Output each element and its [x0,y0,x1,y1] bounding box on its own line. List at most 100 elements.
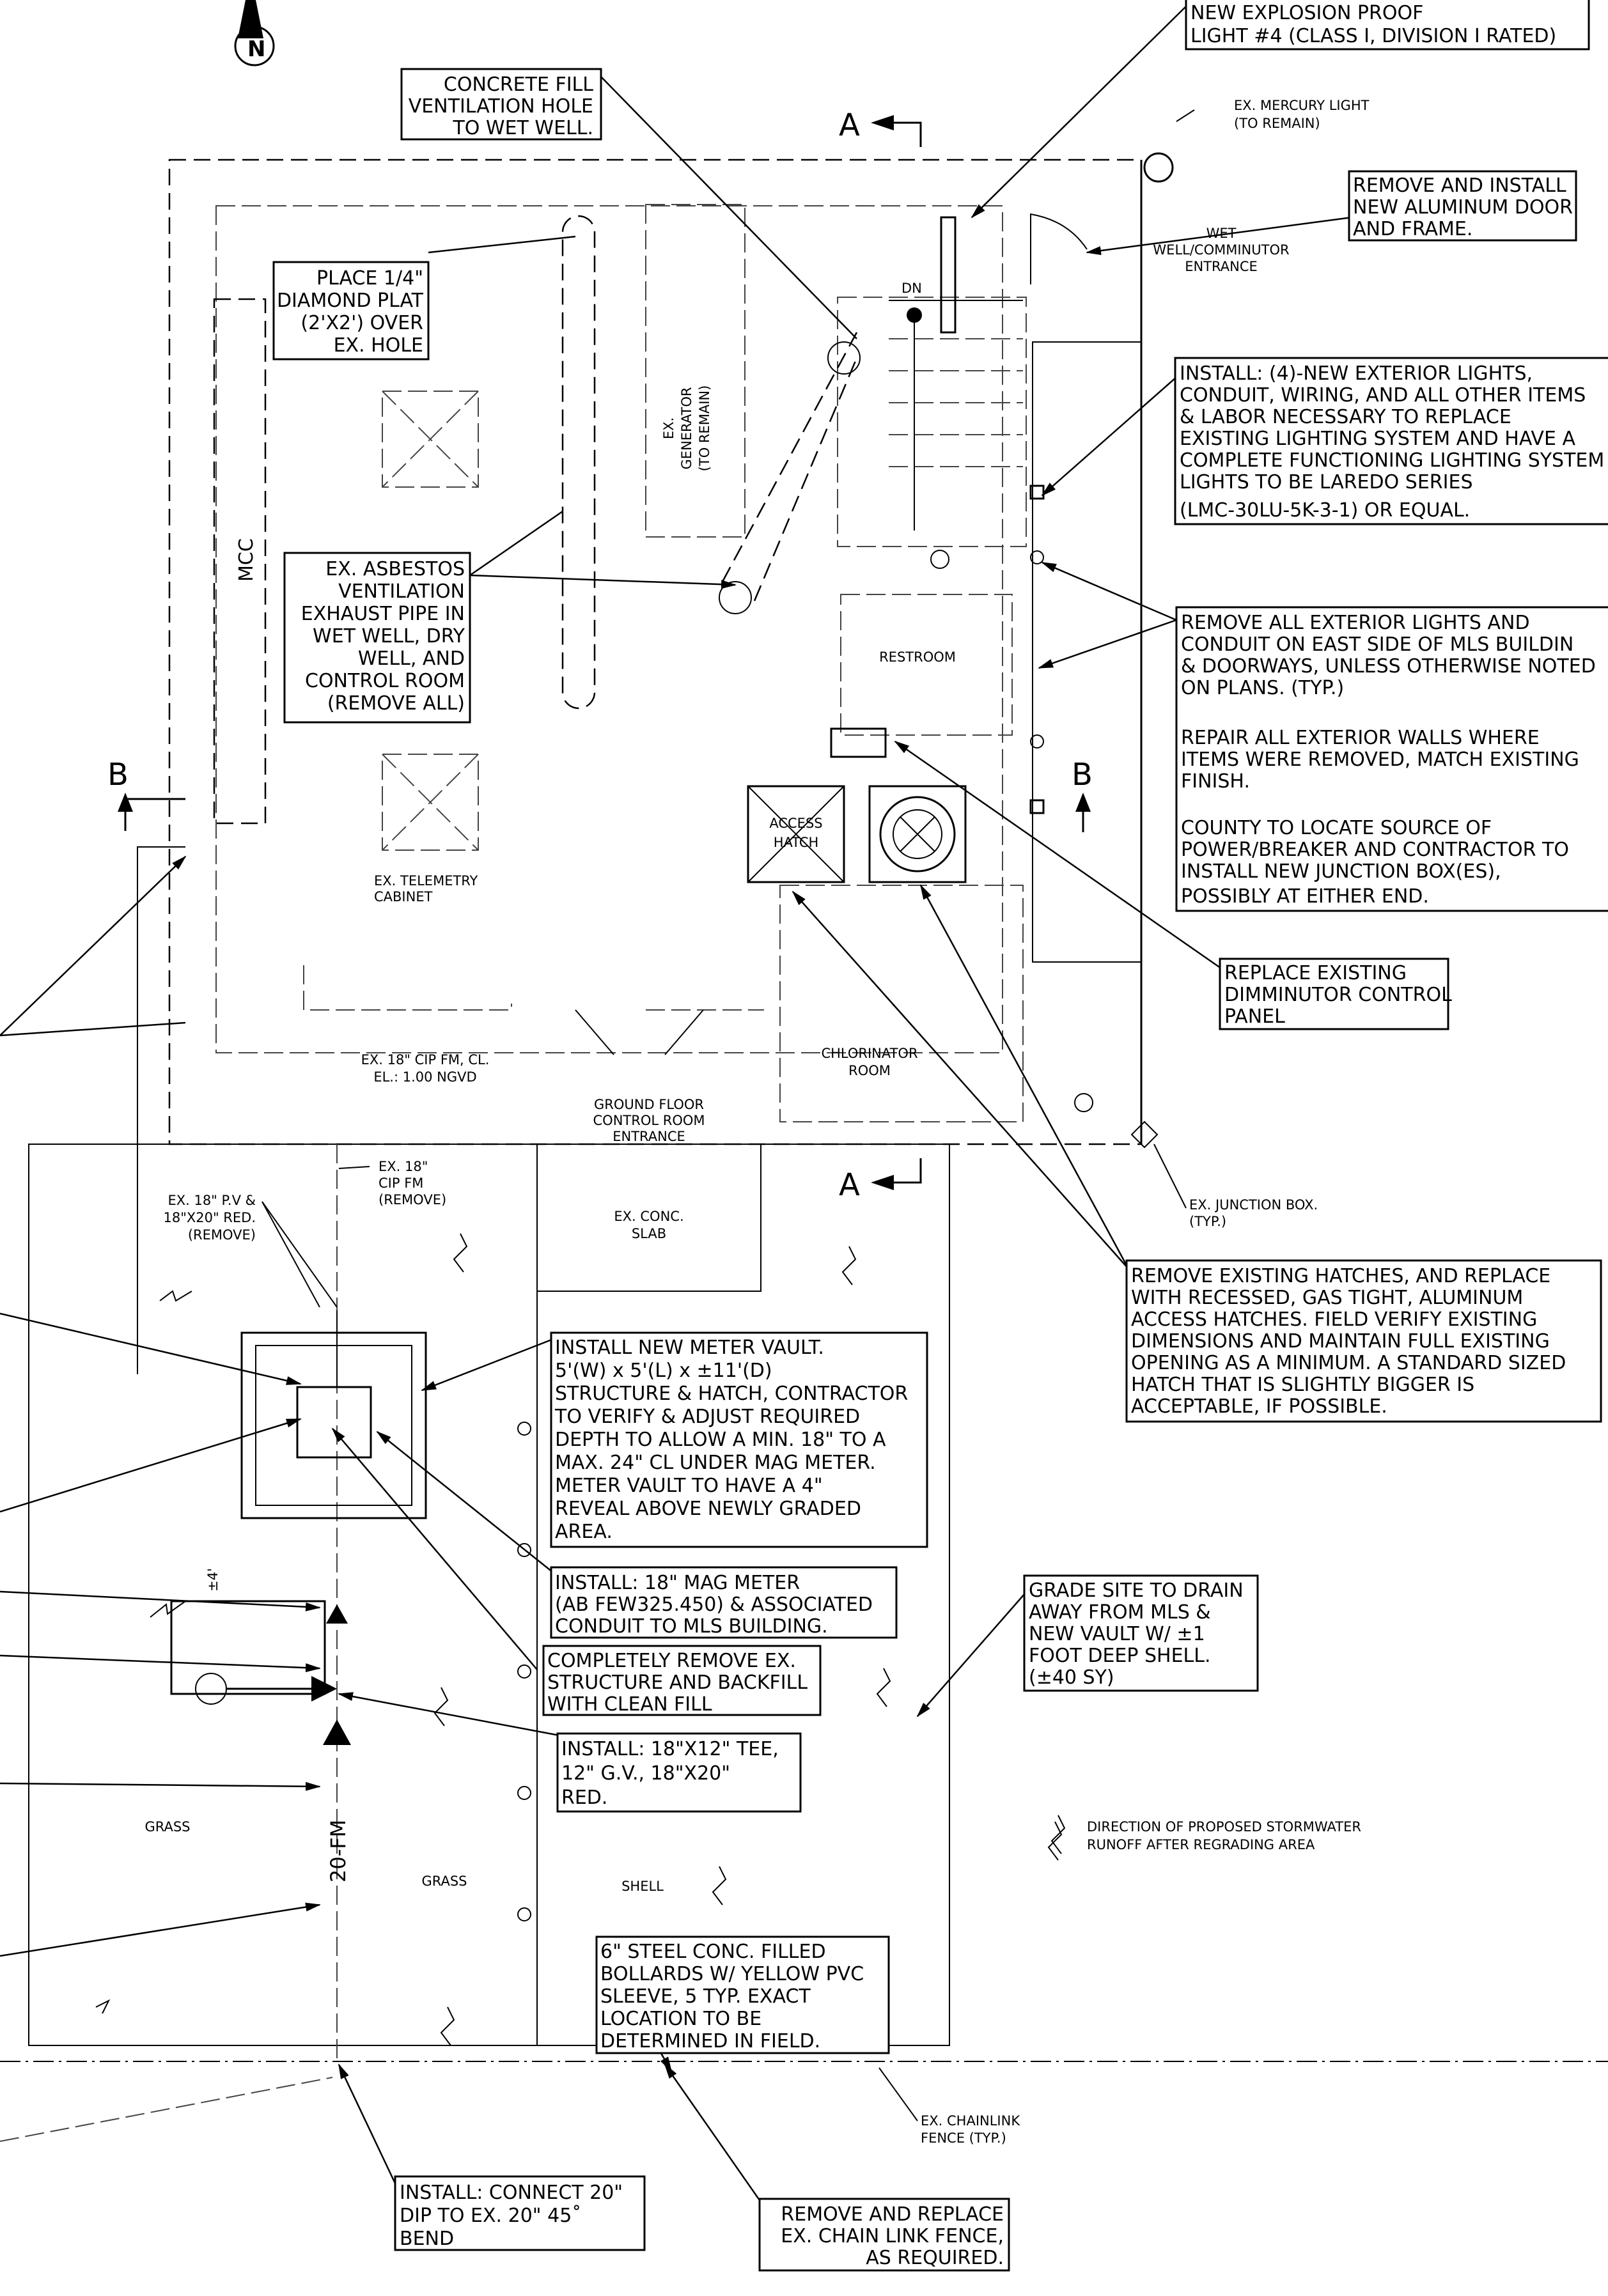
svg-text:BOLLARDS W/ YELLOW PVC: BOLLARDS W/ YELLOW PVC [600,1963,864,1985]
svg-text:CONDUIT ON EAST SIDE OF MLS BU: CONDUIT ON EAST SIDE OF MLS BUILDIN [1181,633,1573,656]
note-diamond-plate: PLACE 1/4" DIAMOND PLAT (2'X2') OVER EX.… [272,261,430,361]
svg-text:REMOVE AND REPLACE: REMOVE AND REPLACE [781,2203,1004,2226]
svg-text:REMOVE EXISTING HATCHES, AND R: REMOVE EXISTING HATCHES, AND REPLACE [1131,1265,1550,1287]
svg-text:LIGHT #4 (CLASS I, DIVISION I: LIGHT #4 (CLASS I, DIVISION I RATED) [1190,25,1556,47]
svg-text:REVEAL ABOVE NEWLY GRADED: REVEAL ABOVE NEWLY GRADED [555,1498,861,1520]
svg-text:REMOVE AND INSTALL: REMOVE AND INSTALL [1353,175,1566,197]
svg-text:FOOT DEEP SHELL.: FOOT DEEP SHELL. [1029,1645,1211,1667]
note-concrete-fill: CONCRETE FILL VENTILATION HOLE TO WET WE… [400,68,602,141]
access-hatch-label-2: HATCH [774,835,819,850]
svg-text:A: A [839,1167,860,1203]
note-hatches: REMOVE EXISTING HATCHES, AND REPLACE WIT… [1125,1259,1602,1423]
mcc-label: MCC [235,538,258,582]
wet-well-label-3: ENTRANCE [1185,259,1258,274]
svg-text:AREA.: AREA. [555,1521,613,1543]
svg-text:RED.: RED. [561,1787,607,1809]
mcc-cabinet [213,298,267,825]
pv-red-label-2: 18"X20" RED. [163,1210,256,1225]
svg-text:REPAIR ALL EXTERIOR WALLS WHER: REPAIR ALL EXTERIOR WALLS WHERE [1181,727,1540,749]
svg-text:OPENING AS A MINIMUM. A STANDA: OPENING AS A MINIMUM. A STANDARD SIZED [1131,1352,1566,1374]
note-explosion-proof: NEW EXPLOSION PROOF LIGHT #4 (CLASS I, D… [1185,0,1590,50]
svg-text:LIGHTS TO BE LAREDO SERIES: LIGHTS TO BE LAREDO SERIES [1180,471,1472,493]
svg-text:HATCH THAT IS SLIGHTLY BIGGER: HATCH THAT IS SLIGHTLY BIGGER IS [1131,1374,1474,1396]
svg-text:VENTILATION HOLE: VENTILATION HOLE [409,95,593,118]
window-markers [382,391,479,851]
note-chain-link: REMOVE AND REPLACE EX. CHAIN LINK FENCE,… [758,2198,1010,2272]
ground-floor-label-2: CONTROL ROOM [593,1113,705,1128]
svg-text:AWAY FROM MLS &: AWAY FROM MLS & [1029,1601,1211,1624]
restroom-label: RESTROOM [879,649,956,665]
generator-label-2: GENERATOR [679,387,694,470]
chainlink-label-1: EX. CHAINLINK [921,2113,1020,2129]
generator-label-1: EX. [661,417,676,439]
svg-text:CONTROL ROOM: CONTROL ROOM [305,670,465,692]
svg-text:DETERMINED IN FIELD.: DETERMINED IN FIELD. [600,2030,820,2052]
chainlink-label-2: FENCE (TYP.) [921,2130,1006,2146]
svg-text:FINISH.: FINISH. [1181,770,1250,793]
pv-red-label-3: (REMOVE) [188,1227,256,1243]
svg-text:REMOVE ALL EXTERIOR LIGHTS AND: REMOVE ALL EXTERIOR LIGHTS AND [1181,612,1530,634]
pv-red-label-1: EX. 18" P.V & [168,1193,256,1208]
note-mag-meter: INSTALL: 18" MAG METER (AB FEW325.450) &… [550,1566,898,1639]
legend-runoff-icon [1050,1815,1066,1854]
svg-text:REPLACE EXISTING: REPLACE EXISTING [1224,962,1407,984]
ground-floor-label-3: ENTRANCE [613,1129,685,1144]
svg-text:& DOORWAYS, UNLESS OTHERWISE N: & DOORWAYS, UNLESS OTHERWISE NOTED [1181,655,1596,678]
svg-text:12" G.V., 18"X20": 12" G.V., 18"X20" [561,1762,730,1785]
north-arrow-icon: N [234,0,275,66]
note-comminutor: REPLACE EXISTING DIMMINUTOR CONTROL PANE… [1219,958,1452,1030]
meter-vault [240,1310,427,1519]
note-connect-dip: INSTALL: CONNECT 20" DIP TO EX. 20" 45˚ … [394,2175,646,2251]
svg-text:INSTALL: 18" MAG METER: INSTALL: 18" MAG METER [555,1572,800,1594]
fm-20-label: 20-FM [326,1820,350,1882]
bollard-markers [517,1422,531,1921]
svg-text:COMPLETELY REMOVE EX.: COMPLETELY REMOVE EX. [547,1650,796,1672]
dim-4-label: ±4' [205,1568,221,1592]
svg-text:POSSIBLY AT EITHER END.: POSSIBLY AT EITHER END. [1181,885,1429,908]
section-b-left: B [107,757,185,831]
svg-text:NEW ALUMINUM DOOR: NEW ALUMINUM DOOR [1353,196,1573,219]
section-b-right: B [1072,757,1093,832]
note-meter-vault: INSTALL NEW METER VAULT. 5'(W) x 5'(L) x… [550,1331,928,1548]
svg-text:TO VERIFY & ADJUST REQUIRED: TO VERIFY & ADJUST REQUIRED [554,1406,860,1428]
mercury-light-label-2: (TO REMAIN) [1234,116,1320,131]
svg-text:(LMC-30LU-5K-3-1) OR EQUAL.: (LMC-30LU-5K-3-1) OR EQUAL. [1180,499,1470,522]
svg-text:AS REQUIRED.: AS REQUIRED. [866,2247,1004,2269]
svg-text:B: B [1072,757,1093,793]
section-a-bottom: A [839,1158,922,1203]
cip-remove-label-2: CIP FM [379,1175,423,1191]
ventilation-pipes [561,215,861,710]
svg-text:(±40 SY): (±40 SY) [1029,1666,1114,1689]
legend-runoff-2: RUNOFF AFTER REGRADING AREA [1087,1837,1315,1852]
cip-fm-label-2: EL.: 1.00 NGVD [373,1069,476,1085]
restroom-fixture [830,727,887,758]
conc-slab-label-2: SLAB [632,1226,666,1241]
ground-floor-label-1: GROUND FLOOR [594,1097,704,1112]
telemetry-label-1: EX. TELEMETRY [374,873,478,888]
svg-text:INSTALL NEW JUNCTION BOX(ES),: INSTALL NEW JUNCTION BOX(ES), [1181,860,1501,883]
svg-text:CONDUIT TO MLS BUILDING.: CONDUIT TO MLS BUILDING. [555,1615,828,1638]
door-swing [1030,213,1088,284]
note-exterior-lights: INSTALL: (4)-NEW EXTERIOR LIGHTS, CONDUI… [1174,357,1608,525]
svg-text:STRUCTURE & HATCH, CONTRACTOR: STRUCTURE & HATCH, CONTRACTOR [555,1383,908,1405]
mercury-light-label-1: EX. MERCURY LIGHT [1234,98,1370,113]
telemetry-label-2: CABINET [374,889,433,904]
svg-text:PANEL: PANEL [1224,1005,1285,1028]
svg-text:5'(W) x 5'(L) x ±11'(D): 5'(W) x 5'(L) x ±11'(D) [555,1360,772,1382]
junction-box-label-1: EX. JUNCTION BOX. [1189,1197,1318,1213]
conc-slab-label-1: EX. CONC. [614,1209,683,1224]
svg-text:STRUCTURE AND BACKFILL: STRUCTURE AND BACKFILL [547,1672,808,1694]
svg-text:WITH CLEAN FILL: WITH CLEAN FILL [547,1693,712,1716]
svg-text:MAX. 24" CL UNDER MAG METER.: MAX. 24" CL UNDER MAG METER. [555,1452,876,1474]
svg-text:NEW VAULT W/ ±1: NEW VAULT W/ ±1 [1029,1623,1205,1645]
access-hatch [747,785,845,883]
svg-text:A: A [839,107,860,143]
leader-lines [0,6,1353,2203]
svg-text:NEW EXPLOSION PROOF: NEW EXPLOSION PROOF [1190,2,1423,24]
access-hatch-label-1: ACCESS [769,816,822,831]
svg-text:ON PLANS. (TYP.): ON PLANS. (TYP.) [1181,677,1344,699]
grass-mid-label: GRASS [421,1873,467,1889]
chlorinator-label-1: CHLORINATOR [821,1046,917,1061]
note-bollards: 6" STEEL CONC. FILLED BOLLARDS W/ YELLOW… [595,1935,890,2054]
svg-text:COUNTY TO LOCATE SOURCE OF: COUNTY TO LOCATE SOURCE OF [1181,817,1492,839]
